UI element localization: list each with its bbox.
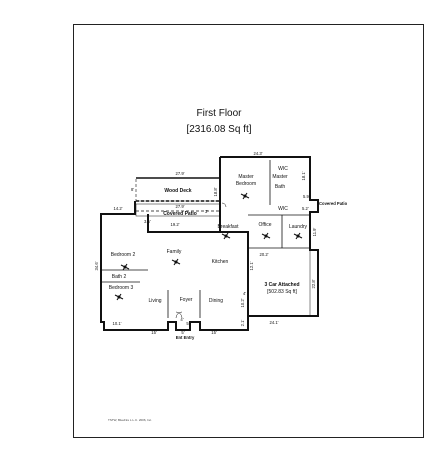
covered-patio-side-label: Covered Patio [319, 201, 348, 206]
family-label: Family [167, 249, 182, 255]
dim-5: 5' [181, 330, 184, 335]
copyright-text: TSTW, BlueFire L.L.C. 2006, Inc. [108, 418, 153, 422]
dim-18-1: 18.1' [301, 171, 306, 180]
bedroom2-label: Bedroom 2 [111, 252, 136, 258]
exterior-walls [100, 156, 319, 331]
master-bath-label-line1: Master [272, 174, 288, 180]
breakfast-label: Breakfast [217, 224, 239, 230]
garage-label: 3 Car Attached [264, 282, 299, 288]
dim-27-9-top: 27.9' [176, 171, 185, 176]
dim-4: 4' [243, 291, 246, 296]
covered-patio-label: Covered Patio [163, 211, 197, 217]
wic-top-label: WIC [278, 166, 288, 172]
dim-4-entry: 4' [180, 317, 183, 322]
ceiling-fan-icon [293, 232, 303, 240]
dim-24-3: 24.3' [254, 151, 263, 156]
dim-5-2: 5.2' [302, 206, 309, 211]
dim-27-9-mid: 27.9' [176, 204, 185, 209]
office-label: Office [259, 222, 272, 228]
floor-area: [2316.08 Sq ft] [186, 124, 252, 135]
dining-label: Dining [209, 298, 223, 304]
dim-11-9: 11.9' [312, 227, 317, 236]
dim-3: 3' [205, 209, 208, 214]
ceiling-fan-icon [171, 258, 181, 266]
master-bath-label-line2: Bath [275, 184, 286, 190]
door-swing-icons [175, 202, 227, 319]
dim-10-1: 10.1' [113, 321, 122, 326]
dim-12-1: 12.1' [249, 261, 254, 270]
ceiling-fan-icon [221, 232, 231, 240]
dim-22-8: 22.8' [311, 279, 316, 288]
ceiling-fan-icon [261, 232, 271, 240]
ent-entry-label: Ent Entry [176, 335, 195, 340]
dim-5-9: 5.9' [303, 194, 310, 199]
floor-title: First Floor [196, 108, 242, 119]
dim-20-2: 20.2' [260, 252, 269, 257]
dim-34-6: 34.6' [94, 261, 99, 270]
dim-19-2: 19.2' [171, 222, 180, 227]
dim-5-entry: 5' [186, 321, 189, 326]
garage-area-label: [502.83 Sq ft] [267, 289, 297, 295]
laundry-label: Laundry [289, 224, 308, 230]
dim-2-1: 2.1' [240, 319, 245, 326]
wic-bottom-label: WIC [278, 206, 288, 212]
ceiling-fan-icon [114, 293, 124, 301]
dim-14-2: 14.2' [114, 206, 123, 211]
bedroom3-label: Bedroom 3 [109, 285, 134, 291]
living-label: Living [148, 298, 161, 304]
bath2-label: Bath 2 [112, 274, 127, 280]
wood-deck-label: Wood Deck [164, 188, 191, 194]
dim-8: 8' [131, 187, 134, 192]
master-bedroom-label-line1: Master [238, 174, 254, 180]
dim-18-8: 18.8' [213, 187, 218, 196]
kitchen-label: Kitchen [212, 259, 229, 265]
dim-10-2: 10.2' [240, 298, 245, 307]
ceiling-fan-icon-group [114, 192, 303, 301]
master-bedroom-label-line2: Bedroom [236, 181, 256, 187]
dim-24-1: 24.1' [270, 320, 279, 325]
interior-walls [101, 160, 311, 318]
dim-3-5: 3.5' [144, 219, 151, 224]
foyer-label: Foyer [180, 297, 193, 303]
dim-15-left: 15' [151, 330, 157, 335]
ceiling-fan-icon [120, 263, 130, 271]
dim-15-right: 15' [211, 330, 217, 335]
ceiling-fan-icon [240, 192, 250, 200]
